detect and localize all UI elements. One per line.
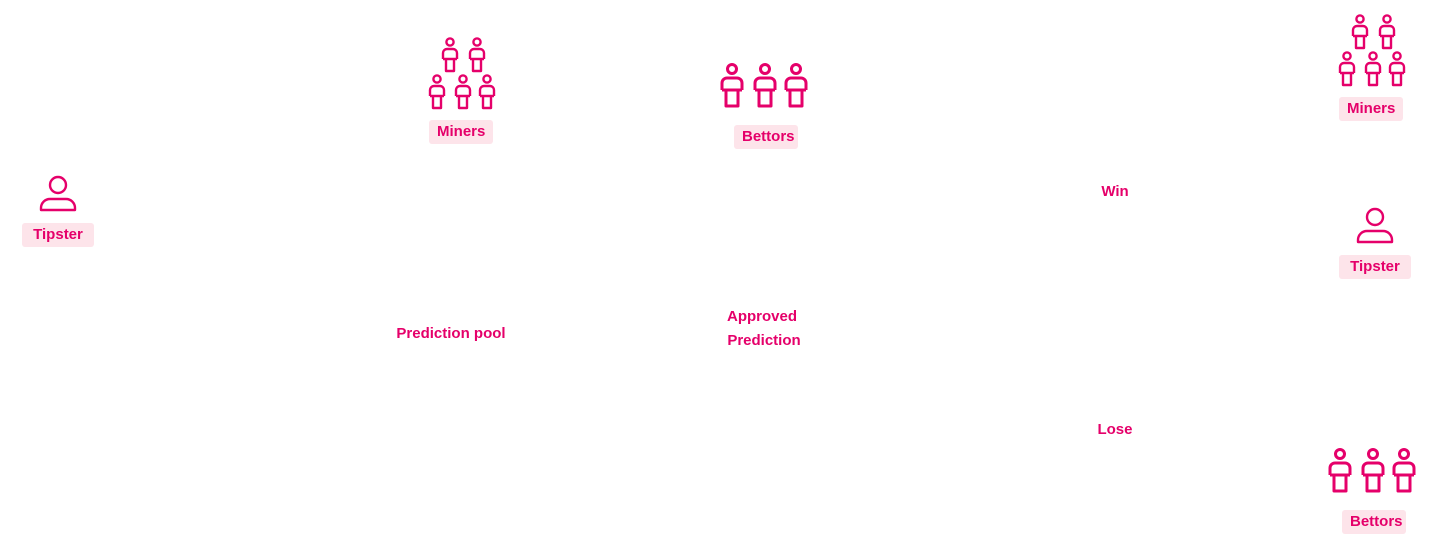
lose-label: Lose (1097, 421, 1133, 438)
miners-tag-right: Miners (1339, 97, 1403, 121)
miners-group-icon (426, 37, 500, 113)
approved-prediction-line1: Approved (726, 308, 797, 325)
tipster-tag-left: Tipster (22, 223, 94, 247)
bettors-tag-left: Bettors (734, 125, 798, 149)
miners-tag-left: Miners (429, 120, 493, 144)
bettors-group-icon (719, 63, 811, 111)
approved-prediction-line2: Prediction (727, 332, 801, 349)
miners-group-icon-right (1336, 14, 1410, 90)
bettors-group-icon-right (1327, 448, 1419, 496)
bettors-tag-right: Bettors (1342, 510, 1406, 534)
tipster-icon-right (1355, 206, 1395, 246)
win-label: Win (1101, 183, 1129, 200)
prediction-pool-label: Prediction pool (396, 325, 506, 342)
tipster-icon (38, 174, 78, 214)
tipster-tag-right: Tipster (1339, 255, 1411, 279)
